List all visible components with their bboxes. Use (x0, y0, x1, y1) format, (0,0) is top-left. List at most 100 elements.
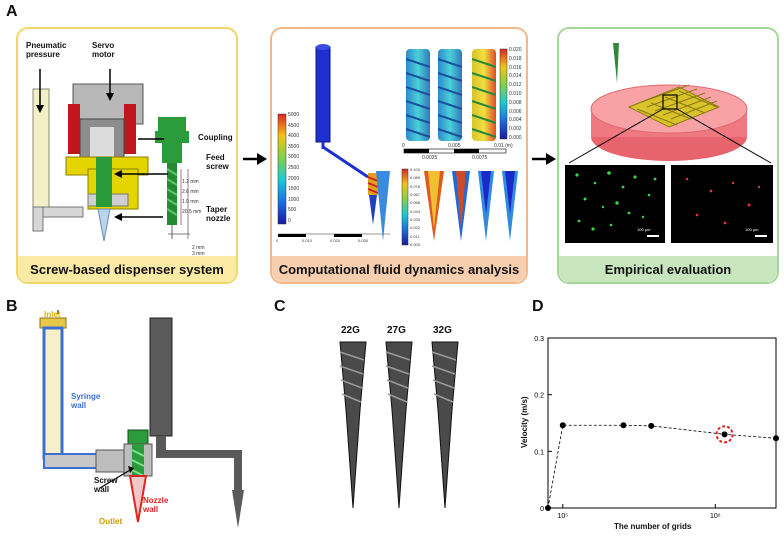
dead-cell-image: 100 μm (671, 165, 773, 243)
bottom-scale-3: 0.030 (358, 238, 369, 243)
scale-sub-1: 0.0075 (472, 155, 488, 161)
plot-frame (547, 337, 777, 509)
y-tick-label: 0 (540, 506, 544, 513)
scale-bar-label-right: 100 μm (745, 227, 759, 232)
panel-b-letter: B (6, 298, 18, 315)
nozzle-tick: 0.089 (410, 175, 421, 181)
live-cell-image: 100 μm (565, 165, 665, 243)
nozzle-tick: 0.100 (410, 167, 421, 172)
velocity-tick: 0.016 (509, 64, 522, 71)
nozzle-meshes (339, 341, 459, 509)
pressure-tick: 500 (288, 207, 297, 214)
dim-label-5: 2 mm (192, 245, 205, 251)
pressure-tick: 0 (288, 217, 291, 224)
nozzle-tick: 0.033 (410, 216, 421, 222)
nozzle-mesh-22g (339, 341, 367, 509)
coupling-label: Coupling (198, 133, 233, 142)
scale-sub-0: 0.0025 (422, 155, 438, 161)
panel-d-letter: D (532, 298, 544, 315)
y-axis-label: Velocity (m/s) (520, 396, 529, 448)
scale-tick-0: 0 (402, 143, 405, 149)
pressure-tick: 2500 (288, 164, 300, 171)
y-tick-label: 0.2 (534, 393, 544, 400)
bottom-scale-0: 0 (276, 238, 279, 243)
nozzle-mesh-27g (385, 341, 413, 509)
flow-domain-illustration (39, 310, 244, 528)
velocity-tick: 0.010 (509, 90, 522, 97)
pneumatic-pressure-label: Pneumatic pressure (26, 41, 67, 59)
nozzle-tick: 0.022 (410, 225, 421, 231)
taper-nozzle-label: Taper nozzle (206, 205, 231, 223)
x-tick-label: 10⁵ (557, 513, 568, 520)
red-cells (685, 177, 767, 237)
nozzle-tick: 0.056 (410, 200, 421, 206)
cfd-illustration (277, 44, 518, 246)
panel-c-letter: C (274, 298, 286, 315)
nozzle-colorbar-ticks: 0.100 0.089 0.078 0.067 0.056 0.044 0.03… (410, 167, 430, 247)
arrow-to-cfd (243, 153, 267, 165)
velocity-tick: 0.018 (509, 55, 522, 62)
pressure-tick: 3500 (288, 143, 300, 150)
velocity-tick: 0.014 (509, 73, 522, 80)
cfd-footer: Computational fluid dynamics analysis (272, 256, 526, 282)
servo-motor-label: Servo motor (92, 41, 115, 59)
nozzle-tick: 0.000 (410, 241, 421, 247)
data-point (648, 422, 655, 429)
x-axis-label: The number of grids (614, 522, 692, 531)
dim-label-6: 3 mm (192, 251, 205, 257)
inlet-label: Inlet (44, 310, 61, 319)
bottom-scale-1: 0.010 (302, 238, 313, 243)
velocity-tick: 0.002 (509, 126, 522, 133)
nozzle-tick: 0.078 (410, 183, 421, 189)
velocity-tick: 0.008 (509, 99, 522, 106)
dispenser-illustration (32, 69, 190, 242)
velocity-colorbar-ticks: 0.020 0.018 0.016 0.014 0.012 0.010 0.00… (509, 47, 529, 141)
nozzle-mesh-32g (431, 341, 459, 509)
scale-tick-2: 0.01 (m) (494, 143, 513, 149)
pressure-tick: 3000 (288, 154, 300, 161)
scale-tick-1: 0.005 (448, 143, 461, 149)
data-point (773, 435, 779, 442)
dispenser-footer: Screw-based dispenser system (18, 256, 236, 282)
nozzle-wall-label: Nozzle wall (143, 496, 169, 514)
gauge-label-27g: 27G (387, 325, 406, 336)
nozzle-tick: 0.067 (410, 191, 421, 197)
x-tick-label: 10⁶ (710, 513, 721, 520)
screw-wall-label: Screw wall (94, 476, 118, 494)
empirical-footer: Empirical evaluation (559, 256, 777, 282)
bottom-scale-2: 0.020 (330, 238, 341, 243)
gauge-label-22g: 22G (341, 325, 360, 336)
cfd-panel: 5000 4500 4000 3500 3000 2500 2000 1500 … (270, 27, 528, 284)
dim-label-2: 2.6 mm (182, 189, 199, 195)
nozzle-tick: 0.044 (410, 208, 421, 214)
data-point (620, 422, 627, 429)
velocity-tick: 0.004 (509, 117, 522, 124)
pressure-tick: 4500 (288, 122, 300, 129)
data-point (545, 505, 551, 511)
dispenser-panel: Pneumatic pressure Servo motor Coupling … (16, 27, 238, 284)
pressure-colorbar-ticks: 5000 4500 4000 3500 3000 2500 2000 1500 … (288, 112, 310, 224)
dim-label-4: 20.5 mm (182, 209, 202, 215)
pressure-tick: 1000 (288, 196, 300, 203)
pressure-tick: 4000 (288, 133, 300, 140)
gauge-label-32g: 32G (433, 325, 452, 336)
series-line (547, 424, 777, 509)
pressure-tick: 5000 (288, 112, 300, 118)
feed-screw-label: Feed screw (206, 153, 229, 171)
petri-dish-illustration (568, 43, 772, 164)
y-tick-label: 0.1 (534, 449, 544, 456)
syringe-wall-label: Syringe wall (71, 392, 101, 410)
highlight-ring (715, 425, 734, 444)
dim-label-1: 1.2 mm (182, 179, 199, 185)
grid-convergence-chart: 0 0.1 0.2 0.3 10⁵ 10⁶ (534, 336, 779, 520)
green-cells (575, 171, 659, 237)
arrow-to-empirical (532, 153, 556, 165)
outlet-label: Outlet (99, 517, 123, 526)
velocity-tick: 0.000 (509, 134, 522, 141)
y-tick-label: 0.3 (534, 336, 544, 343)
dim-label-3: 1.0 mm (182, 199, 199, 205)
pressure-tick: 2000 (288, 175, 300, 182)
data-point (559, 422, 566, 429)
pressure-tick: 1500 (288, 186, 300, 193)
velocity-tick: 0.012 (509, 82, 522, 89)
